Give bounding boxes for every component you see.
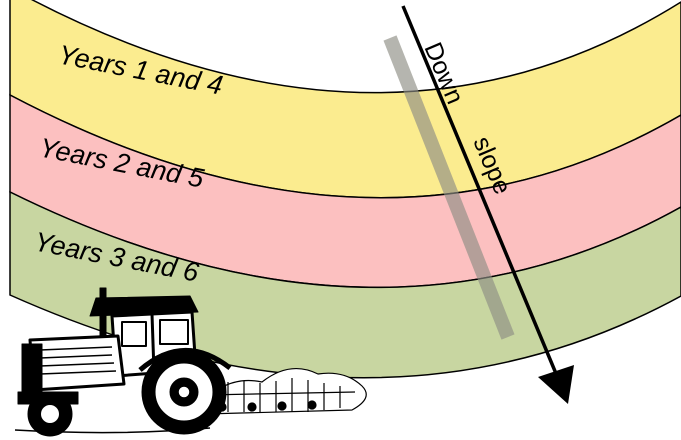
slope-shadow-strip — [383, 35, 515, 340]
tractor-with-cultivator-icon — [14, 287, 367, 437]
downslope-arrowhead-icon — [538, 365, 574, 404]
downslope-arrow — [401, 5, 564, 389]
